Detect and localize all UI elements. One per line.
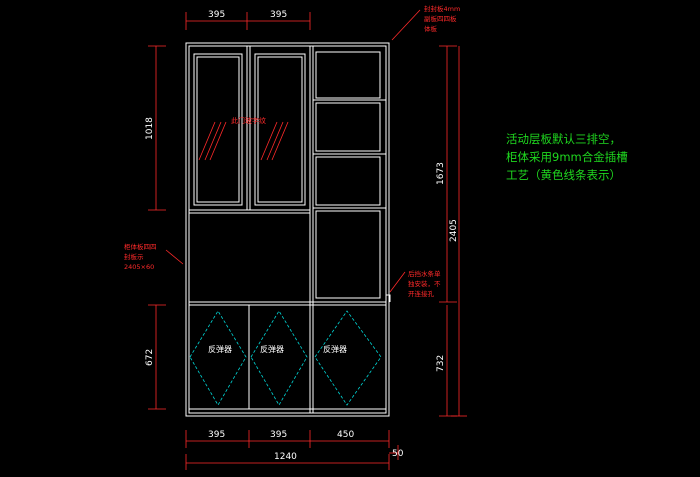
- annotation-notes: 封封板4mm 副板四四板 体板 此门玻字纹 柜体板四四 封板示 2405×60 …: [124, 4, 460, 298]
- top-dim-2: 395: [270, 10, 287, 20]
- glass-hatch-marks: [198, 121, 289, 161]
- note-top-right-3: 体板: [424, 24, 438, 33]
- note-right-side-1: 后挡水条单: [408, 269, 441, 278]
- note-top-right-2: 副板四四板: [424, 14, 457, 23]
- push-latch-labels: 反弹器 反弹器 反弹器: [208, 344, 347, 354]
- shelf-note-line-2: 柜体采用9mm合金插槽: [506, 150, 628, 164]
- shelf-note: 活动层板默认三排空， 柜体采用9mm合金插槽 工艺（黄色线条表示）: [506, 130, 628, 184]
- right-dim-total: 2405: [449, 219, 459, 242]
- bottom-dim-3: 450: [337, 430, 354, 440]
- left-dim-lower: 672: [145, 349, 155, 366]
- top-dim-1: 395: [208, 10, 225, 20]
- bottom-dim-2: 395: [270, 430, 287, 440]
- glass-door-frames: [193, 53, 306, 206]
- note-left-side-2: 封板示: [124, 252, 144, 261]
- note-left-side-1: 柜体板四四: [124, 242, 157, 251]
- door-swing-guides: [189, 310, 382, 406]
- overall-width: 1240: [274, 452, 297, 462]
- side-offset: 50: [392, 449, 404, 459]
- dimension-lines: [148, 9, 467, 470]
- shelf-note-line-1: 活动层板默认三排空，: [506, 132, 621, 146]
- shelf-note-line-3: 工艺（黄色线条表示）: [506, 168, 621, 182]
- note-right-side-3: 开连接孔: [408, 289, 435, 298]
- note-top-right-1: 封封板4mm: [424, 4, 460, 13]
- note-glass-door: 此门玻字纹: [231, 116, 266, 125]
- push-latch-label-3: 反弹器: [323, 344, 347, 354]
- note-right-side-2: 独安装，不: [408, 279, 441, 288]
- dimension-labels: 395 395 395 395 450 1240 50 1018 672 167…: [145, 10, 459, 462]
- right-dim-lower: 732: [436, 355, 446, 372]
- cabinet-outline: [185, 42, 390, 417]
- right-dim-upper: 1673: [436, 162, 446, 185]
- right-shelves: [313, 51, 391, 302]
- left-dim-upper: 1018: [145, 117, 155, 140]
- push-latch-label-1: 反弹器: [208, 344, 232, 354]
- push-latch-label-2: 反弹器: [260, 344, 284, 354]
- note-left-side-3: 2405×60: [124, 263, 154, 271]
- bottom-dim-1: 395: [208, 430, 225, 440]
